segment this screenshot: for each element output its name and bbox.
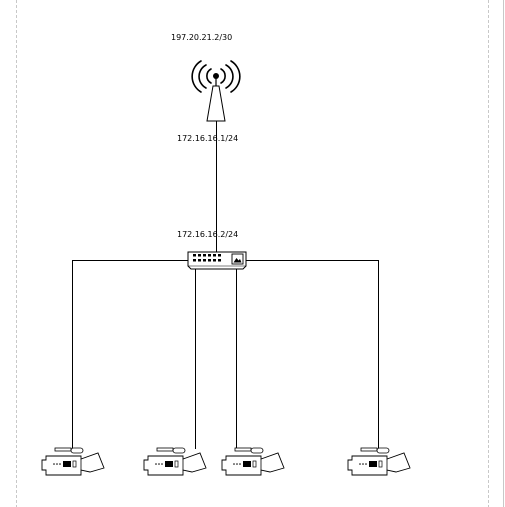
links (72, 120, 379, 449)
camera-3[interactable] (221, 447, 285, 476)
network-switch-icon[interactable] (187, 251, 247, 270)
tower-wan-ip-label: 197.20.21.2/30 (171, 33, 232, 42)
link-switch-camera-4 (246, 260, 379, 449)
camera-1[interactable] (41, 447, 105, 476)
radio-tower-icon[interactable] (191, 60, 241, 122)
switch-ip-label: 172.16.16.2/24 (177, 230, 238, 239)
camera-4[interactable] (347, 447, 411, 476)
tower-lan-ip-label: 172.16.16.1/24 (177, 134, 238, 143)
camera-2[interactable] (143, 447, 207, 476)
link-switch-camera-1 (72, 260, 188, 449)
